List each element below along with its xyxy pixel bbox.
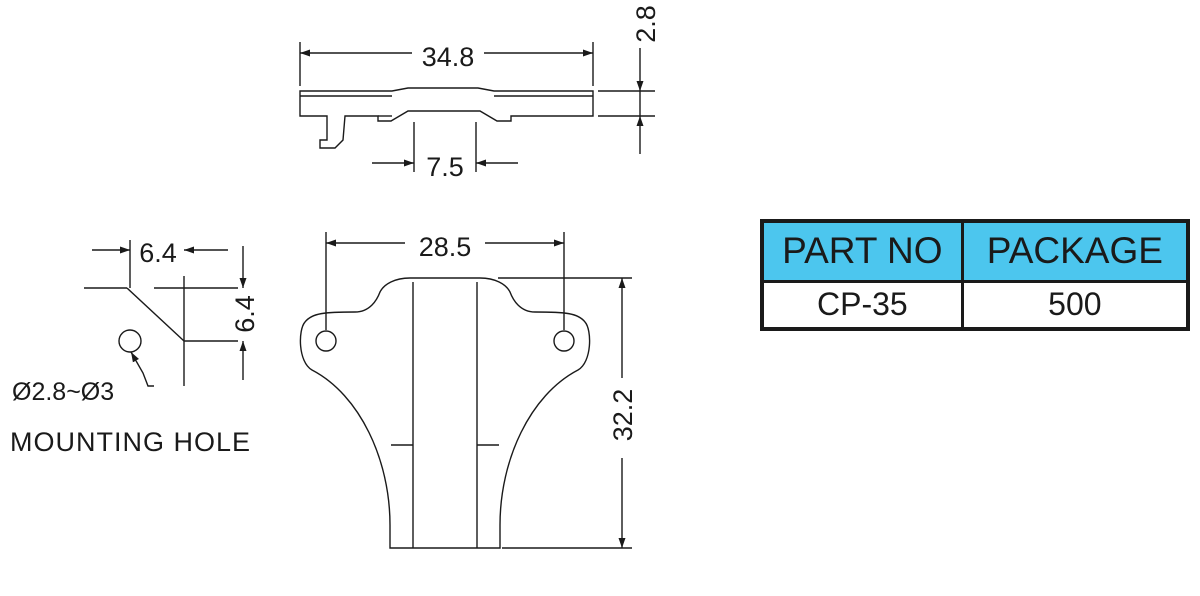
detail-hole-circle <box>118 329 142 353</box>
table-row: CP-35 500 <box>760 279 1190 331</box>
label-mounting-hole: MOUNTING HOLE <box>10 427 251 457</box>
mounting-hole-left <box>315 330 337 352</box>
part-spec-table: PART NO PACKAGE CP-35 500 <box>760 219 1190 331</box>
side-view-profile <box>299 87 594 149</box>
label-hole-diameter: Ø2.8~Ø3 <box>12 378 114 406</box>
side-view <box>299 42 655 172</box>
cell-package: 500 <box>960 279 1190 331</box>
header-package: PACKAGE <box>960 219 1190 283</box>
label-slot-width: 7.5 <box>426 152 464 182</box>
mounting-hole-detail <box>84 240 238 387</box>
mounting-hole-right <box>553 330 575 352</box>
label-hole-offset-y: 6.4 <box>230 295 260 333</box>
label-hole-offset-x: 6.4 <box>139 238 177 268</box>
table-header-row: PART NO PACKAGE <box>760 219 1190 283</box>
cell-part-no: CP-35 <box>760 279 964 331</box>
front-view <box>299 232 632 549</box>
label-top-width: 34.8 <box>422 42 475 72</box>
label-body-height: 32.2 <box>608 389 638 442</box>
clip-outline <box>299 277 591 549</box>
label-hole-spacing: 28.5 <box>419 232 472 262</box>
label-thickness: 2.8 <box>631 5 661 43</box>
header-part-no: PART NO <box>760 219 964 283</box>
